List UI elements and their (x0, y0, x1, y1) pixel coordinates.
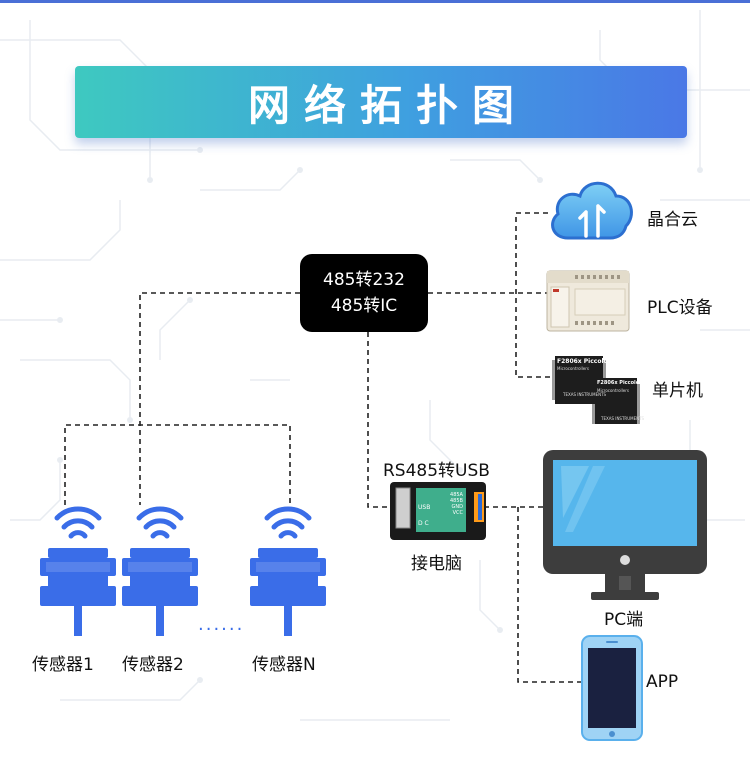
phone-icon (581, 635, 643, 741)
sensor-n-icon (250, 506, 326, 636)
cloud-icon (551, 181, 633, 240)
converter-dc-text: D C (418, 520, 429, 527)
sensor-2-icon (122, 506, 198, 636)
mcu-chips-icon: F2806x Piccolo™ Microcontrollers TEXAS I… (550, 352, 644, 428)
chip-sub-1: Microcontrollers (557, 366, 589, 371)
converter-title: RS485转USB (383, 461, 490, 481)
line-hub-left (139, 292, 300, 505)
top-border (0, 0, 750, 3)
converter-pin-4: VCC (452, 510, 463, 516)
sensor-ellipsis: ...... (198, 614, 245, 635)
converter-caption: 接电脑 (411, 554, 462, 574)
converter-board-graphic (390, 482, 486, 540)
mcu-label: 单片机 (652, 381, 703, 401)
sensor-2-label: 传感器2 (122, 655, 184, 675)
converter-pin-1: 485A (450, 492, 463, 498)
line-sensor-bus (64, 424, 291, 505)
chip-brand-1: TEXAS INSTRUMENTS (563, 392, 607, 397)
pc-label: PC端 (604, 610, 644, 630)
app-label: APP (646, 672, 679, 692)
hub-line-1: 485转232 (323, 270, 405, 290)
sensor-1-icon (40, 506, 116, 636)
protocol-hub: 485转232 485转IC (300, 254, 428, 332)
hub-line-2: 485转IC (330, 296, 398, 316)
converter-pin-3: GND (451, 504, 463, 510)
chip-name-2: F2806x Piccolo™ (597, 380, 645, 386)
chip-sub-2: Microcontrollers (597, 388, 629, 393)
sensor-n-label: 传感器N (252, 655, 316, 675)
converter-usb-text: USB (418, 504, 431, 511)
plc-label: PLC设备 (647, 298, 713, 318)
title-banner: 网络拓扑图 (75, 66, 687, 138)
chip-graphic (552, 356, 640, 424)
converter-module: USB D C 485A 485B GND VCC (390, 480, 486, 542)
line-converter-app (517, 507, 582, 683)
line-hub-converter (367, 332, 392, 508)
plc-icon (546, 270, 630, 332)
sensor-1-label: 传感器1 (32, 655, 94, 675)
chip-brand-2: TEXAS INSTRUMENTS (601, 416, 645, 421)
pc-monitor-icon (543, 450, 707, 600)
cloud-label: 晶合云 (647, 210, 698, 230)
page-title: 网络拓扑图 (247, 80, 528, 130)
converter-pin-2: 485B (450, 498, 463, 504)
chip-name-1: F2806x Piccolo™ (557, 358, 614, 365)
